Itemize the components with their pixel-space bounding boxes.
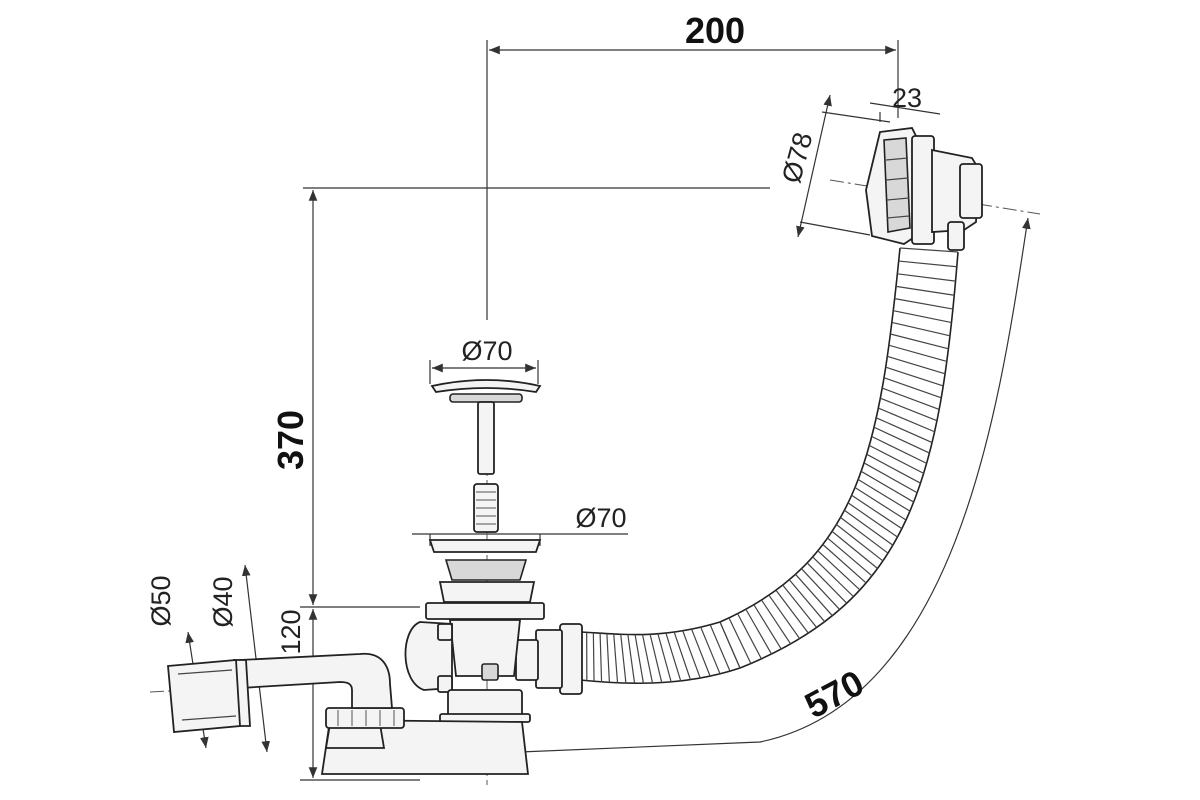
hose-rib: [831, 530, 878, 569]
hose-rib: [866, 453, 921, 484]
hose-rib: [857, 478, 911, 512]
hose-rib: [788, 579, 826, 623]
hose-rib: [649, 634, 663, 683]
hose-rib: [894, 298, 954, 310]
hose-rib: [606, 633, 611, 683]
hose-rib: [682, 630, 701, 679]
dim-370-label: 370: [270, 410, 311, 470]
hose-rib: [885, 366, 944, 387]
hose-rib: [847, 502, 898, 538]
hose-rib: [745, 608, 773, 655]
hose-rib: [844, 509, 894, 546]
dim-23-label: 23: [892, 83, 922, 113]
hose-rib: [806, 562, 848, 604]
dim-d40-label: Ø40: [208, 576, 238, 627]
dimension-120: 120: [276, 609, 420, 781]
siphon-base: [320, 707, 530, 775]
hose-rib: [863, 462, 918, 494]
hose-rib: [827, 537, 873, 577]
hose-rib: [795, 573, 833, 617]
hose-rib: [782, 584, 818, 628]
dimension-570: 570: [519, 217, 1031, 753]
hose-rib: [882, 387, 940, 410]
hose-rib: [876, 417, 933, 444]
hose-rib: [840, 517, 889, 554]
hose-rib: [665, 632, 682, 682]
dimension-d78: Ø78: [776, 94, 891, 238]
hose-rib: [719, 621, 741, 669]
dimension-370: 370: [270, 187, 770, 608]
hose-rib: [880, 397, 938, 422]
dimension-d50: Ø50: [146, 575, 209, 749]
hose-rib: [801, 568, 841, 610]
hose-rib: [895, 285, 955, 296]
hose-rib: [599, 633, 603, 682]
dim-d78-label: Ø78: [776, 129, 818, 186]
hose-rib: [753, 604, 782, 650]
hose-rib: [851, 494, 903, 530]
hose-rib: [893, 310, 952, 324]
dim-d70-mid-label: Ø70: [575, 503, 626, 533]
hose-rib: [854, 486, 907, 521]
dim-120-label: 120: [276, 609, 306, 654]
hose-rib: [700, 626, 721, 675]
outlet-elbow: [167, 652, 393, 733]
hose-rib: [817, 550, 861, 591]
dim-200-label: 200: [685, 10, 745, 51]
hose-rib: [761, 599, 792, 645]
overflow-head: [865, 127, 983, 251]
hose-rib: [898, 260, 957, 268]
dim-570-label: 570: [798, 662, 870, 726]
hose-rib: [899, 247, 959, 253]
hose-rib: [592, 632, 595, 682]
hose-rib: [860, 470, 914, 503]
hose-rib: [891, 321, 951, 337]
hose-rib: [775, 589, 809, 634]
hose-rib: [737, 613, 762, 660]
hose-rib: [812, 556, 854, 598]
dim-d50-label: Ø50: [146, 575, 176, 626]
corrugated-hose: [579, 247, 959, 685]
hose-rib: [873, 426, 930, 454]
hose-rib: [641, 634, 654, 684]
hose-rib: [836, 524, 884, 562]
dimension-200: 200: [486, 10, 899, 320]
hose-rib: [620, 634, 627, 684]
hose-rib: [634, 634, 645, 684]
hose-rib: [613, 633, 619, 683]
dimension-23: 23: [869, 83, 941, 122]
waste-body: [404, 539, 545, 723]
hose-rib: [890, 333, 949, 350]
hose-rib: [691, 628, 711, 677]
dimension-d70-top: Ø70: [429, 336, 539, 384]
dimension-d40: Ø40: [208, 564, 271, 753]
drain-plug: [430, 379, 542, 533]
hose-rib: [673, 631, 691, 680]
dimension-d70-mid: Ø70: [412, 503, 628, 546]
hose-rib: [871, 435, 927, 464]
hose-rib: [878, 407, 935, 433]
hose-rib: [887, 355, 946, 375]
hose-rib: [883, 377, 942, 399]
hose-rib: [897, 273, 956, 282]
hose-rib: [869, 444, 924, 474]
hose-rib: [822, 544, 867, 584]
hose-rib: [728, 617, 752, 664]
hose-rib: [627, 634, 636, 684]
hose-rib: [768, 594, 801, 639]
dim-d70-top-label: Ø70: [461, 336, 512, 366]
hose-rib: [888, 344, 948, 363]
hose-rib: [709, 624, 731, 672]
hose-connector: [515, 623, 583, 695]
hose-rib: [657, 633, 672, 683]
